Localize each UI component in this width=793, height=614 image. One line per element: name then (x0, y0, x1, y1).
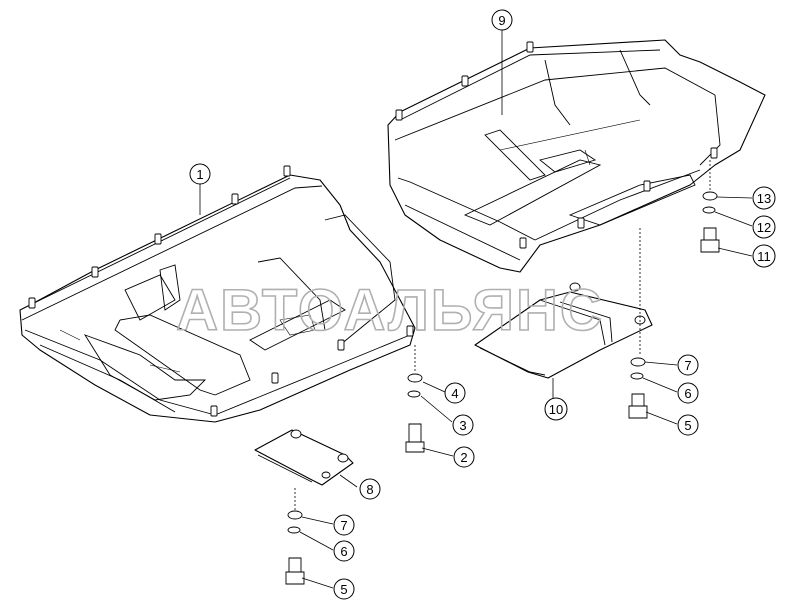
svg-text:12: 12 (757, 220, 771, 235)
callout-7-front: 7 (333, 514, 355, 536)
svg-text:11: 11 (757, 249, 771, 264)
svg-text:7: 7 (684, 358, 691, 373)
callout-12: 12 (752, 215, 776, 239)
callout-6-front: 6 (333, 540, 355, 562)
callout-9: 9 (491, 9, 513, 31)
svg-text:2: 2 (460, 450, 467, 465)
callout-11: 11 (752, 244, 776, 268)
plate-10 (474, 282, 653, 379)
svg-text:6: 6 (340, 544, 347, 559)
callout-7-rear: 7 (677, 354, 699, 376)
svg-text:АВТОАЛЬЯНС: АВТОАЛЬЯНС (176, 278, 603, 343)
hardware (285, 160, 720, 585)
svg-text:4: 4 (451, 386, 458, 401)
watermark: АВТОАЛЬЯНС (175, 277, 603, 344)
svg-text:5: 5 (340, 582, 347, 597)
plate-8 (254, 429, 354, 486)
callout-13: 13 (752, 186, 776, 210)
skid-plate-rear (387, 39, 766, 273)
callout-5-front: 5 (333, 578, 355, 600)
svg-text:6: 6 (684, 386, 691, 401)
callout-2: 2 (453, 446, 475, 468)
callout-10: 10 (544, 397, 568, 421)
callout-1: 1 (189, 163, 211, 185)
callout-4: 4 (444, 382, 466, 404)
callout-5-rear: 5 (677, 414, 699, 436)
callout-6-rear: 6 (677, 382, 699, 404)
callout-3: 3 (452, 414, 474, 436)
svg-text:5: 5 (684, 418, 691, 433)
svg-text:10: 10 (549, 402, 563, 417)
svg-text:13: 13 (757, 191, 771, 206)
skid-plate-front (19, 165, 416, 423)
svg-text:3: 3 (459, 418, 466, 433)
svg-text:9: 9 (498, 13, 505, 28)
svg-text:8: 8 (366, 482, 373, 497)
svg-text:7: 7 (340, 518, 347, 533)
callout-8: 8 (359, 478, 381, 500)
leader-lines (199, 30, 753, 589)
svg-text:1: 1 (196, 167, 203, 182)
